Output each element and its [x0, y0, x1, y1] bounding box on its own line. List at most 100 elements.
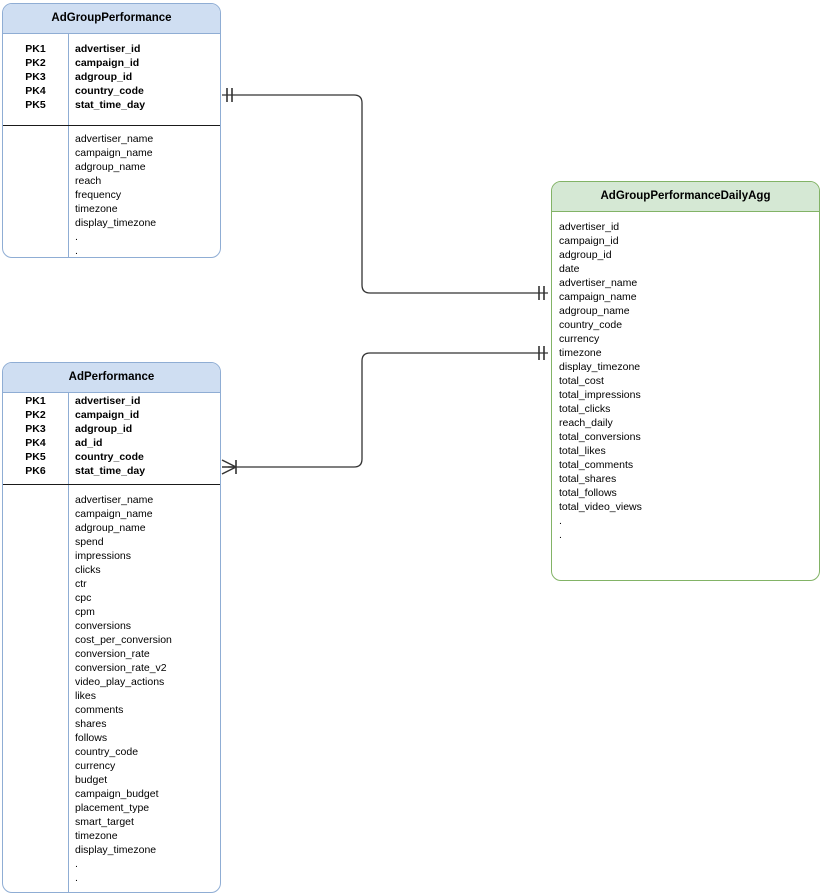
attribute: advertiser_name	[75, 494, 154, 506]
attribute: video_play_actions	[75, 676, 165, 688]
primary-key-field-column: advertiser_id campaign_id adgroup_id cou…	[75, 42, 145, 112]
attribute: total_impressions	[559, 389, 641, 401]
pk-field: ad_id	[75, 437, 103, 449]
attribute: .	[75, 245, 78, 257]
attribute: adgroup_id	[559, 249, 612, 261]
attribute: .	[75, 872, 78, 884]
attribute: total_likes	[559, 445, 606, 457]
pk-field: advertiser_id	[75, 43, 141, 55]
attribute: adgroup_name	[75, 522, 146, 534]
attribute: comments	[75, 704, 124, 716]
pk-label: PK4	[25, 437, 46, 449]
entity-ad-performance[interactable]: AdPerformance PK1 PK2 PK3 PK4 PK5 PK6 ad…	[2, 362, 221, 893]
attribute: reach	[75, 175, 102, 187]
attribute: currency	[75, 760, 116, 772]
entity-body-adgroup-performance: PK1 PK2 PK3 PK4 PK5 advertiser_id campai…	[3, 34, 220, 257]
attribute: conversion_rate	[75, 648, 150, 660]
attribute: .	[559, 529, 562, 541]
primary-key-label-column: PK1 PK2 PK3 PK4 PK5 PK6	[3, 394, 68, 478]
attribute: conversions	[75, 620, 132, 632]
attribute: spend	[75, 536, 104, 548]
attribute: total_clicks	[559, 403, 611, 415]
attribute: display_timezone	[75, 844, 157, 856]
pk-label: PK5	[25, 99, 46, 111]
attribute: country_code	[559, 319, 623, 331]
pk-label: PK3	[25, 423, 46, 435]
entity-title-adgroup-performance: AdGroupPerformance	[3, 4, 220, 34]
entity-adgroup-performance-daily-agg[interactable]: AdGroupPerformanceDailyAgg advertiser_id…	[551, 181, 820, 581]
attribute: campaign_name	[75, 147, 153, 159]
cardinality-one-and-only-one-right-lower	[538, 346, 545, 360]
relationship-adgroup-to-agg	[222, 88, 548, 300]
attribute: smart_target	[75, 816, 134, 828]
key-attribute-divider	[3, 125, 220, 126]
pk-label: PK5	[25, 451, 46, 463]
attribute: currency	[559, 333, 600, 345]
attribute: timezone	[75, 203, 118, 215]
pk-label: PK1	[25, 395, 46, 407]
attribute: total_follows	[559, 487, 617, 499]
pk-field: country_code	[75, 85, 144, 97]
attribute: impressions	[75, 550, 132, 562]
entity-body-ad-performance: PK1 PK2 PK3 PK4 PK5 PK6 advertiser_id ca…	[3, 393, 220, 892]
attribute: budget	[75, 774, 108, 786]
pk-label: PK4	[25, 85, 46, 97]
attribute: total_cost	[559, 375, 604, 387]
attribute-column: advertiser_name campaign_name adgroup_na…	[75, 493, 172, 885]
pk-field: adgroup_id	[75, 71, 133, 83]
attribute: follows	[75, 732, 108, 744]
column-divider	[68, 393, 69, 892]
attribute-column: advertiser_name campaign_name adgroup_na…	[75, 132, 157, 257]
attribute: campaign_id	[559, 235, 619, 247]
pk-field: campaign_id	[75, 409, 140, 421]
attribute: clicks	[75, 564, 101, 576]
attribute: advertiser_name	[75, 133, 154, 145]
attribute: display_timezone	[75, 217, 157, 229]
attribute: cost_per_conversion	[75, 634, 172, 646]
entity-adgroup-performance[interactable]: AdGroupPerformance PK1 PK2 PK3 PK4 PK5 a…	[2, 3, 221, 258]
attribute: .	[75, 858, 78, 870]
pk-field: stat_time_day	[75, 465, 146, 477]
attribute: shares	[75, 718, 107, 730]
attribute: cpc	[75, 592, 92, 604]
cardinality-one-and-only-one-left	[226, 88, 233, 102]
attribute: .	[559, 515, 562, 527]
attribute: adgroup_name	[559, 305, 630, 317]
pk-label: PK1	[25, 43, 46, 55]
attribute: cpm	[75, 606, 95, 618]
attribute: date	[559, 263, 580, 275]
attribute: total_comments	[559, 459, 634, 471]
relationship-ad-to-agg	[221, 346, 548, 475]
pk-field: adgroup_id	[75, 423, 133, 435]
attribute: timezone	[559, 347, 602, 359]
attribute: display_timezone	[559, 361, 641, 373]
pk-label: PK3	[25, 71, 46, 83]
cardinality-one-and-only-one-right-upper	[538, 286, 545, 300]
attribute: total_video_views	[559, 501, 642, 513]
attribute: placement_type	[75, 802, 150, 814]
pk-field: campaign_id	[75, 57, 140, 69]
entity-title-adgroup-performance-daily-agg: AdGroupPerformanceDailyAgg	[552, 182, 819, 212]
attribute: frequency	[75, 189, 122, 201]
attribute: timezone	[75, 830, 118, 842]
pk-field: country_code	[75, 451, 144, 463]
attribute: reach_daily	[559, 417, 613, 429]
key-attribute-divider	[3, 484, 220, 485]
attribute: advertiser_id	[559, 221, 620, 233]
pk-label: PK2	[25, 409, 46, 421]
pk-label: PK6	[25, 465, 46, 477]
attribute: total_shares	[559, 473, 617, 485]
pk-field: stat_time_day	[75, 99, 146, 111]
attribute: campaign_name	[75, 508, 153, 520]
attribute: total_conversions	[559, 431, 641, 443]
attribute: advertiser_name	[559, 277, 638, 289]
primary-key-field-column: advertiser_id campaign_id adgroup_id ad_…	[75, 394, 145, 478]
attribute: campaign_name	[559, 291, 637, 303]
primary-key-label-column: PK1 PK2 PK3 PK4 PK5	[3, 42, 68, 112]
attribute: campaign_budget	[75, 788, 159, 800]
pk-field: advertiser_id	[75, 395, 141, 407]
column-divider	[68, 34, 69, 257]
attribute: conversion_rate_v2	[75, 662, 167, 674]
attribute: ctr	[75, 578, 87, 590]
attribute: country_code	[75, 746, 139, 758]
